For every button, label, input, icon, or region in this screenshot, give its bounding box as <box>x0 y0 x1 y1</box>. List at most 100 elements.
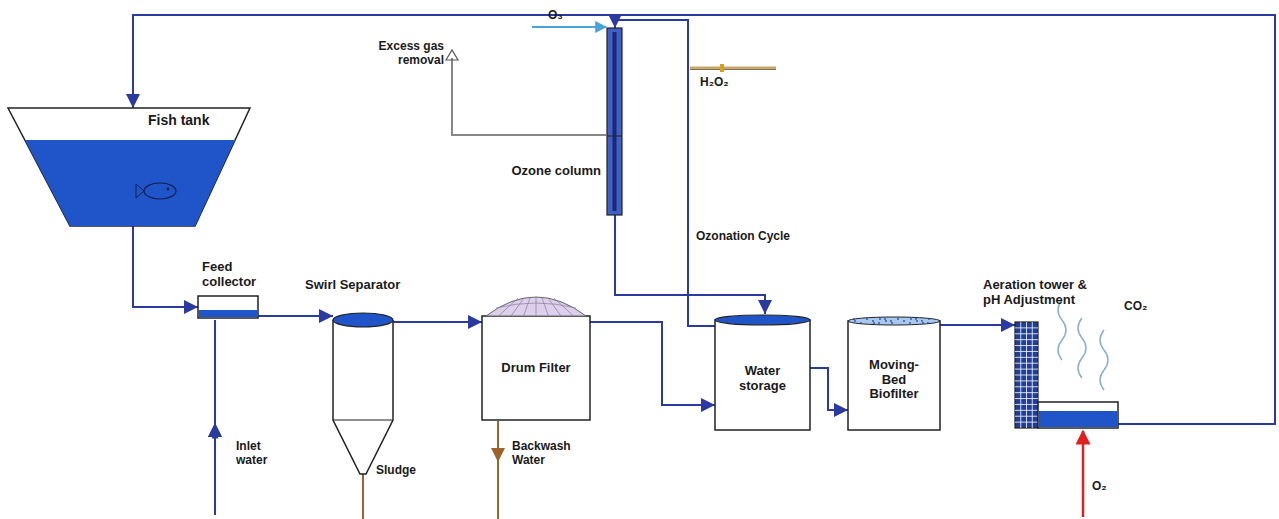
tank-outline <box>8 108 250 226</box>
biofilm-carrier <box>873 322 875 324</box>
biofilm-carrier <box>860 322 862 324</box>
node-label: Fish tank <box>148 112 209 128</box>
oxygen-label: O₂ <box>1092 480 1107 494</box>
peroxide-line-edge <box>690 69 776 70</box>
vent-label: Excess gas removal <box>376 40 444 68</box>
co2-label: CO₂ <box>1124 300 1147 314</box>
inlet-pipe <box>214 320 216 515</box>
biofilm-carrier <box>878 322 880 324</box>
biofilm-carrier <box>909 322 911 324</box>
biofilm-carrier <box>928 318 930 320</box>
node-label: Drum Filter <box>501 361 570 376</box>
node-label: Water storage <box>731 364 795 394</box>
drum-filter: Drum Filter <box>482 288 590 420</box>
moving-bed-biofilter: Moving-Bed Biofilter <box>848 316 940 430</box>
biofilm-carrier <box>854 320 856 322</box>
column-joint <box>607 136 622 137</box>
filter-housing <box>482 316 590 420</box>
pipe-connector <box>590 322 715 405</box>
node-label: Moving-Bed Biofilter <box>861 358 927 403</box>
text-area: Drum Filter <box>482 316 590 420</box>
collector-box <box>198 296 258 318</box>
biofilm-carrier <box>910 318 912 320</box>
sludge-label: Sludge <box>376 464 416 478</box>
fish-tank-shape <box>8 108 250 226</box>
peroxide-label: H₂O₂ <box>700 76 729 90</box>
biofilm-carrier <box>915 318 917 320</box>
inlet-arrow <box>215 435 216 515</box>
biofilm-carrier <box>921 320 923 322</box>
filter-drum <box>486 297 586 316</box>
vent-symbol <box>446 50 458 60</box>
pipe-connector <box>393 321 482 323</box>
fish-eye <box>167 188 170 191</box>
reactor-body <box>848 321 940 430</box>
drum-mesh <box>511 298 524 316</box>
node-label: Feed collector <box>202 260 266 290</box>
biofilm-carrier <box>922 322 924 324</box>
biofilm-carrier <box>927 322 929 324</box>
packing-grid <box>1032 322 1033 428</box>
tank-water <box>25 140 235 226</box>
ozone-column-shape <box>607 28 622 215</box>
ozone-column: Ozone column <box>607 28 622 215</box>
drum-mesh <box>524 298 531 316</box>
biofilm-carrier <box>872 320 874 322</box>
ozone-feed-line <box>532 26 606 28</box>
water-storage: Water storage <box>715 314 810 430</box>
swirl-separator-shape <box>333 312 393 476</box>
gas-wave <box>1058 300 1066 360</box>
drum-mesh <box>536 298 537 316</box>
gas-wave <box>1078 318 1086 378</box>
node-label: Aeration tower & pH Adjustment <box>983 278 1107 308</box>
column-body <box>607 28 622 215</box>
gas-wave <box>1100 330 1108 390</box>
pipe-connector <box>810 368 848 410</box>
tank-top <box>715 315 810 325</box>
pipe-connector <box>258 315 333 317</box>
pipe-connector <box>133 15 1275 424</box>
backwash-label: Backwash Water <box>512 440 574 468</box>
aeration-tower: Aeration tower & pH Adjustment <box>1015 322 1118 428</box>
drum-filter-shape <box>482 288 590 420</box>
peroxide-line <box>690 67 776 70</box>
edge-label: Ozonation Cycle <box>694 230 792 244</box>
backwash-pipe <box>497 421 499 519</box>
pipe-connector <box>615 20 715 326</box>
pipe-connector <box>133 226 198 307</box>
feed-collector-shape <box>198 296 258 318</box>
text-area: Water storage <box>715 328 810 430</box>
biofilm-carrier <box>891 322 893 324</box>
inlet-label: Inlet water <box>236 440 280 468</box>
node-label: Ozone column <box>503 164 601 179</box>
separator-seam <box>333 419 393 420</box>
biofilm-carrier <box>879 318 881 320</box>
ozone-label: O₃ <box>548 9 563 23</box>
drum-mesh <box>548 298 561 316</box>
fish-tank: Fish tank <box>8 108 250 226</box>
biofilm-carrier <box>853 318 855 320</box>
feed-collector: Feed collector <box>198 296 258 318</box>
pipe-connector <box>940 324 1015 326</box>
biofilm-carrier <box>916 320 918 322</box>
node-label: Swirl Separator <box>305 278 400 293</box>
biofilm-carrier <box>866 318 868 320</box>
text-area: Moving-Bed Biofilter <box>848 330 940 430</box>
column-core <box>613 32 617 211</box>
drum-mesh <box>542 298 549 316</box>
biofilm-carrier <box>890 320 892 322</box>
drum-mesh <box>496 303 576 308</box>
fish-tail <box>136 184 144 198</box>
gas-vent-line <box>452 58 606 135</box>
fish-body <box>144 183 176 199</box>
biofilm-carrier <box>903 320 905 322</box>
collector-water <box>199 310 257 317</box>
reactor-top <box>848 317 940 325</box>
dosing-valve <box>720 64 724 72</box>
packing-grid <box>1020 322 1021 428</box>
separator-body <box>333 320 393 474</box>
tank-body <box>715 320 810 430</box>
